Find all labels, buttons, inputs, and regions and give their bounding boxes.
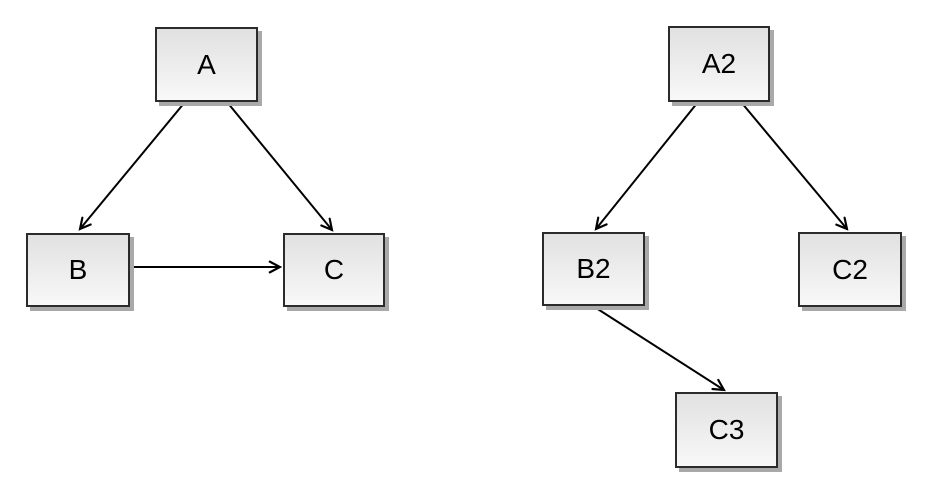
edge-A2-C2 bbox=[740, 101, 847, 229]
node-label: C bbox=[323, 254, 345, 285]
node-label: C2 bbox=[832, 253, 868, 285]
node-label: A bbox=[197, 48, 216, 80]
node-C3: C3 bbox=[675, 392, 778, 468]
node-A2: A2 bbox=[668, 26, 770, 102]
node-B2: B2 bbox=[542, 232, 645, 306]
edge-B2-C3 bbox=[592, 305, 724, 390]
node-label: C3 bbox=[708, 414, 745, 445]
node-B: B bbox=[26, 233, 130, 307]
edge-A2-B2 bbox=[596, 101, 699, 229]
node-label: A2 bbox=[701, 48, 737, 79]
edge-A-C bbox=[226, 101, 332, 230]
node-A: A bbox=[155, 27, 258, 102]
edge-A-B bbox=[80, 101, 186, 229]
node-label: B bbox=[68, 254, 88, 285]
node-C2: C2 bbox=[798, 232, 902, 307]
node-label: B2 bbox=[576, 253, 611, 284]
node-C: C bbox=[283, 233, 385, 307]
